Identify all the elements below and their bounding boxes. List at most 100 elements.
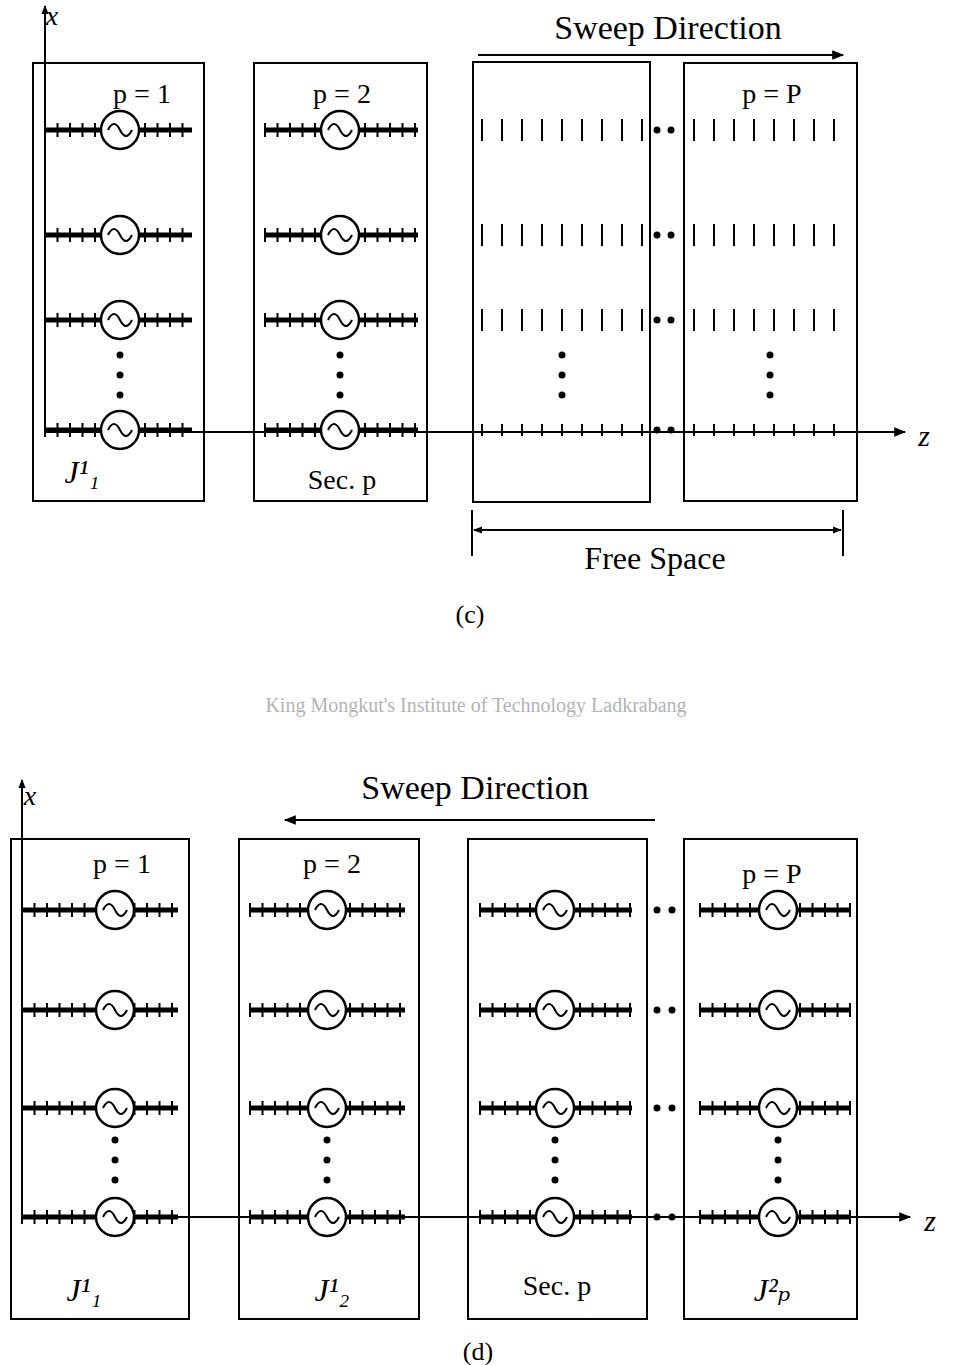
segment-tick [44, 313, 46, 327]
section-box: p = PJ²ₚ [683, 838, 858, 1320]
wire-segment [693, 119, 695, 141]
segment-tick [377, 423, 379, 437]
wire-segment [793, 119, 795, 141]
wire-segment [833, 224, 835, 246]
wire-segment [541, 309, 543, 331]
section-label: p = 2 [313, 80, 371, 108]
segment-tick [724, 903, 726, 917]
segment-tick [712, 903, 714, 917]
segment-tick [699, 1210, 701, 1224]
segment-tick [604, 903, 606, 917]
segment-tick [824, 903, 826, 917]
segment-tick [182, 423, 184, 437]
segment-tick [529, 1101, 531, 1115]
segment-tick [249, 1210, 251, 1224]
segment-tick [44, 228, 46, 242]
source-symbol [759, 991, 797, 1029]
ellipsis-dot [654, 317, 661, 324]
segment-tick [159, 1210, 161, 1224]
segment-tick [157, 123, 159, 137]
wire-segment [693, 309, 695, 331]
wire-segment [601, 424, 603, 436]
segment-tick [492, 903, 494, 917]
section-box [473, 62, 650, 502]
wire-segment [601, 309, 603, 331]
wire-segment [713, 224, 715, 246]
segment-tick [302, 423, 304, 437]
segment-tick [82, 423, 84, 437]
wire-segment [581, 119, 583, 141]
segment-tick [71, 1101, 73, 1115]
wire-segment [601, 119, 603, 141]
segment-tick [504, 903, 506, 917]
segment-tick [824, 1101, 826, 1115]
source-symbol [321, 411, 359, 449]
segment-tick [799, 1101, 801, 1115]
segment-tick [629, 1003, 631, 1017]
current-label: J²ₚ [754, 1274, 791, 1306]
segment-tick [387, 1003, 389, 1017]
segment-tick [157, 423, 159, 437]
segment-tick [364, 313, 366, 327]
wire-segment [621, 309, 623, 331]
sine-symbol [766, 904, 790, 916]
wire-segment [693, 424, 695, 436]
ellipsis-dot [654, 907, 661, 914]
source-symbol [101, 111, 139, 149]
ellipsis-dot [552, 1157, 559, 1164]
segment-tick [824, 1210, 826, 1224]
current-label: Sec. p [308, 466, 376, 494]
segment-tick [46, 1210, 48, 1224]
section-label: p = 1 [113, 80, 171, 108]
sine-symbol [108, 424, 132, 436]
wire-segment [481, 309, 483, 331]
source-symbol [321, 111, 359, 149]
source-symbol [101, 216, 139, 254]
axis-label: x [46, 2, 58, 30]
ellipsis-dot [668, 317, 675, 324]
segment-tick [314, 228, 316, 242]
sweep-label: Sweep Direction [361, 771, 589, 805]
segment-tick [579, 903, 581, 917]
sine-symbol [315, 904, 339, 916]
ellipsis-dot [112, 1177, 119, 1184]
sine-symbol [543, 904, 567, 916]
segment-tick [517, 1210, 519, 1224]
segment-tick [389, 228, 391, 242]
source-symbol [96, 1198, 134, 1236]
segment-tick [812, 903, 814, 917]
ellipsis-dot [337, 352, 344, 359]
segment-tick [59, 1101, 61, 1115]
segment-tick [302, 228, 304, 242]
segment-tick [389, 423, 391, 437]
free-space-arrow [474, 529, 841, 531]
sine-symbol [543, 1004, 567, 1016]
segment-tick [402, 228, 404, 242]
source-symbol [308, 891, 346, 929]
wire-segment [481, 424, 483, 436]
ellipsis-dot [654, 427, 661, 434]
segment-tick [479, 903, 481, 917]
wire-segment [521, 224, 523, 246]
wire-segment [641, 224, 643, 246]
ellipsis-dot [775, 1177, 782, 1184]
segment-tick [169, 228, 171, 242]
segment-tick [374, 1101, 376, 1115]
segment-tick [287, 1210, 289, 1224]
segment-tick [402, 313, 404, 327]
sweep-arrow [285, 819, 655, 821]
ellipsis-dot [767, 352, 774, 359]
wire-segment [793, 224, 795, 246]
segment-tick [749, 1003, 751, 1017]
segment-tick [387, 903, 389, 917]
segment-tick [71, 1003, 73, 1017]
ellipsis-dot [654, 1007, 661, 1014]
segment-tick [492, 1210, 494, 1224]
segment-tick [837, 1003, 839, 1017]
segment-tick [144, 123, 146, 137]
segment-tick [799, 903, 801, 917]
segment-tick [414, 313, 416, 327]
segment-tick [169, 423, 171, 437]
source-symbol [321, 216, 359, 254]
wire-segment [773, 119, 775, 141]
